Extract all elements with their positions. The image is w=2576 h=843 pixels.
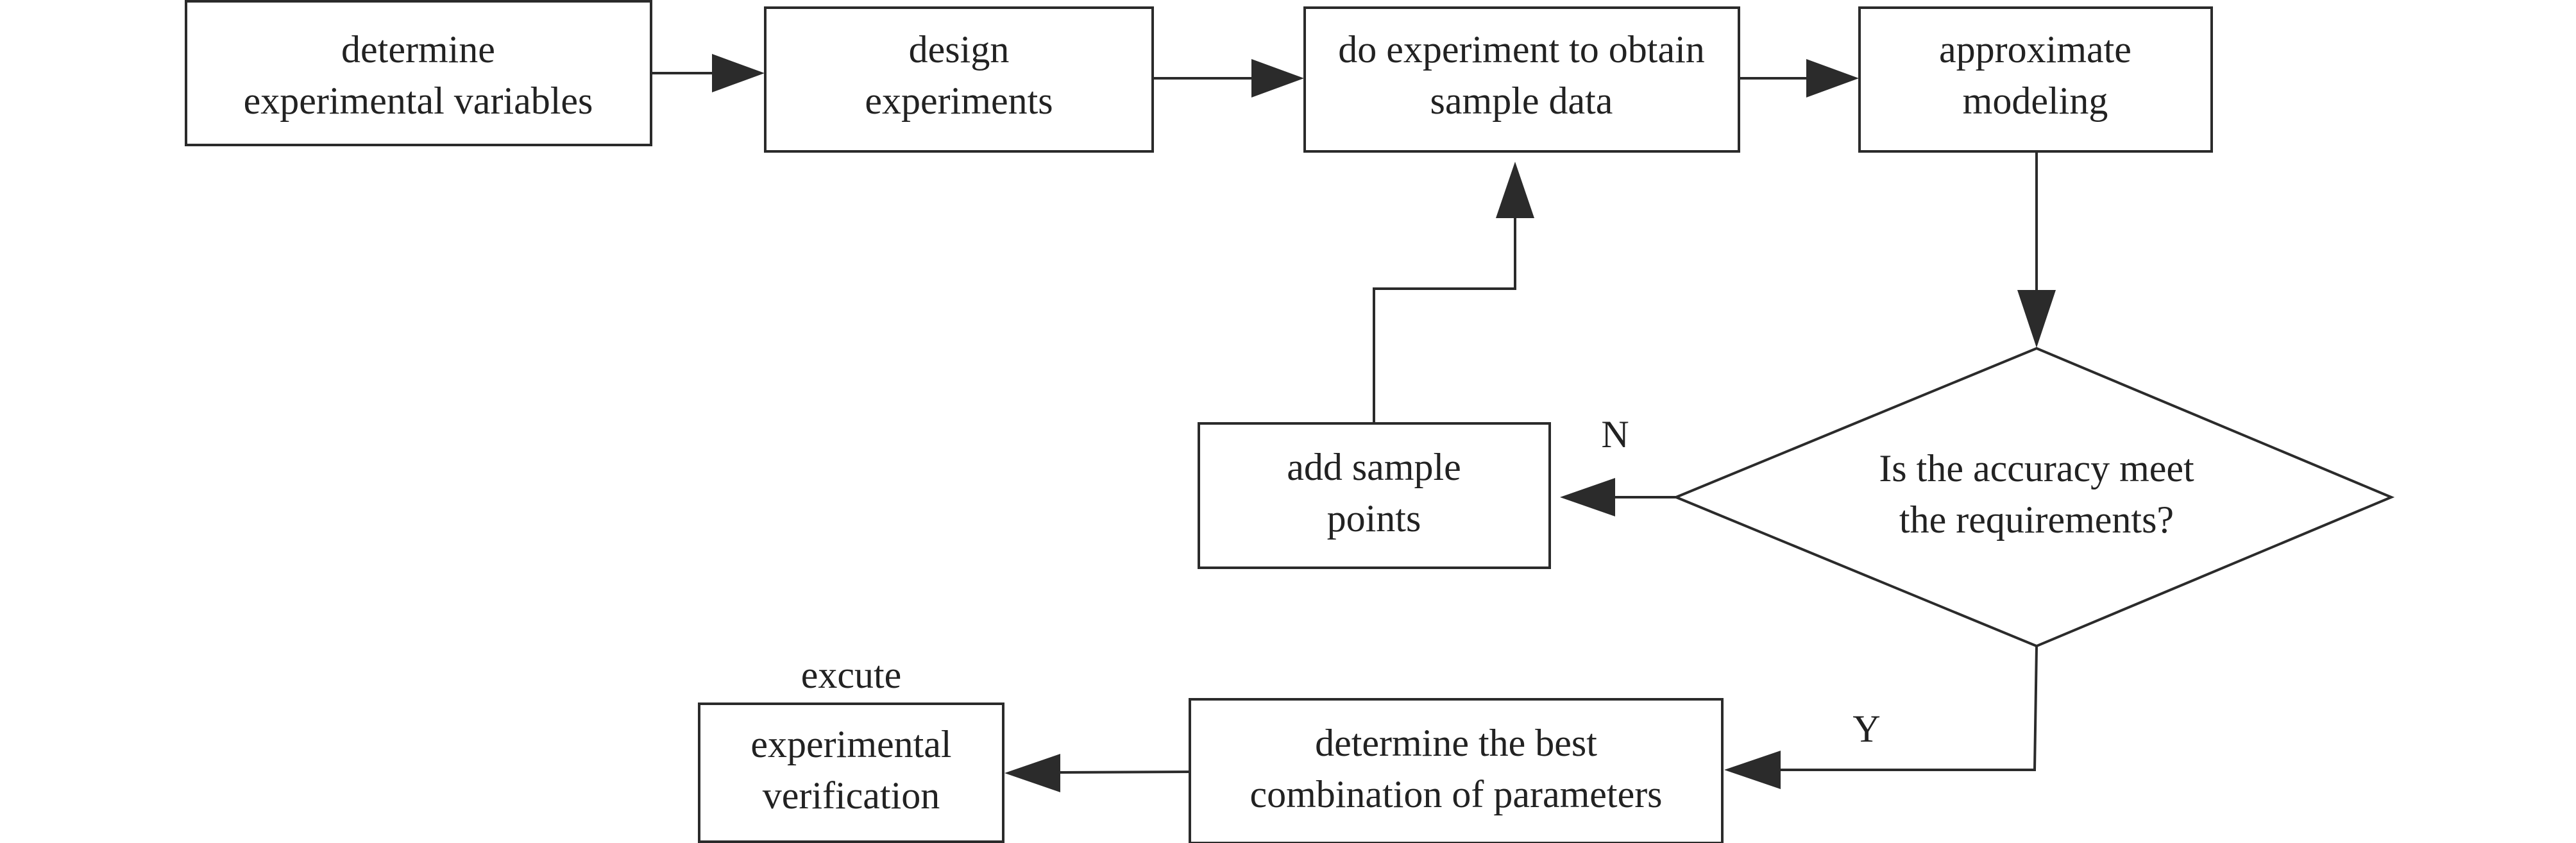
node-do-experiment-line1: do experiment to obtain [1338, 28, 1705, 71]
arrow-modeling-to-decision [2017, 151, 2056, 348]
node-accuracy-decision: Is the accuracy meet the requirements? [1672, 346, 2395, 648]
node-best-combination-line2: combination of parameters [1250, 773, 1662, 815]
node-experimental-verification-line2: verification [763, 774, 940, 817]
node-best-combination-line1: determine the best [1315, 722, 1597, 764]
node-approximate-modeling-line1: approximate [1939, 28, 2131, 71]
node-determine-variables-line1: determine [341, 28, 495, 71]
node-design-experiments-line2: experiments [865, 80, 1053, 122]
arrow-add-points-to-experiment [1373, 162, 1534, 423]
arrow-decision-no-to-add-points [1560, 478, 1676, 516]
arrow-variables-to-design [651, 54, 765, 92]
node-add-sample-points: add sample points [1198, 422, 1551, 569]
node-best-combination: determine the best combination of parame… [1189, 698, 1724, 843]
node-approximate-modeling: approximate modeling [1858, 6, 2213, 153]
node-add-sample-points-line2: points [1327, 497, 1421, 540]
node-accuracy-decision-line2: the requirements? [1899, 498, 2174, 541]
node-design-experiments: design experiments [764, 6, 1154, 153]
node-do-experiment: do experiment to obtain sample data [1303, 6, 1740, 153]
arrow-best-to-verification [1004, 754, 1191, 792]
node-determine-variables: determine experimental variables [185, 0, 652, 146]
node-design-experiments-line1: design [909, 28, 1010, 71]
node-experimental-verification-line1: experimental [750, 723, 951, 765]
node-do-experiment-line2: sample data [1430, 80, 1613, 122]
node-determine-variables-line2: experimental variables [244, 80, 593, 122]
arrow-experiment-to-modeling [1739, 59, 1859, 98]
excute-label: excute [801, 654, 902, 696]
node-accuracy-decision-line1: Is the accuracy meet [1879, 447, 2194, 490]
no-branch-label: N [1601, 413, 1629, 456]
yes-branch-label: Y [1852, 708, 1880, 750]
node-approximate-modeling-line2: modeling [1963, 80, 2108, 122]
node-add-sample-points-line1: add sample [1287, 446, 1461, 488]
arrow-decision-yes-to-best [1724, 646, 2038, 789]
arrow-design-to-experiment [1153, 59, 1304, 98]
node-experimental-verification: experimental verification [698, 702, 1004, 843]
